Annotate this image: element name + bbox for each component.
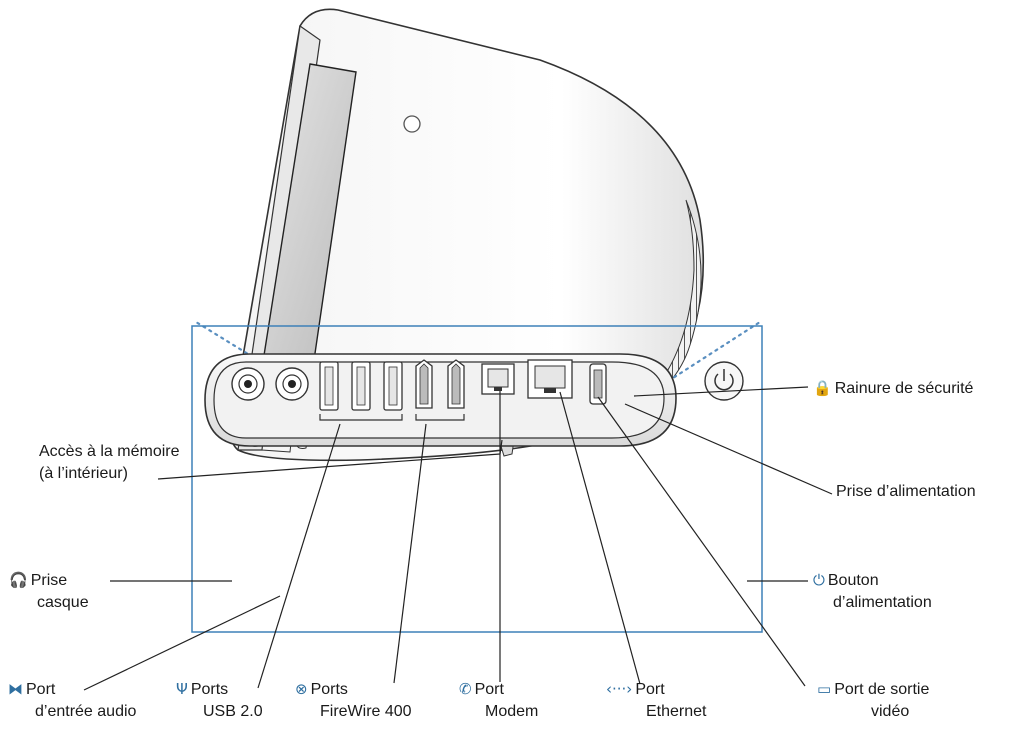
- power-button-label-line2: d’alimentation: [833, 594, 932, 611]
- ethernet-label-line2: Ethernet: [646, 703, 707, 720]
- memory-access-label: Accès à la mémoire (à l’intérieur): [39, 441, 180, 485]
- firewire-ports-label: ⊗Ports FireWire 400: [295, 678, 412, 723]
- audio-in-icon: ⧓: [8, 680, 23, 698]
- audio-in-label: ⧓Port d’entrée audio: [8, 678, 136, 723]
- ethernet-label-line1: Port: [635, 681, 665, 698]
- firewire-icon: ⊗: [295, 680, 308, 698]
- headphone-icon: 🎧: [9, 571, 28, 589]
- memory-access-label-line2: (à l’intérieur): [39, 465, 128, 482]
- audio-in-label-line1: Port: [26, 681, 56, 698]
- power-button-graphic: [704, 361, 744, 401]
- modem-label-line1: Port: [474, 681, 504, 698]
- power-socket-text: Prise d’alimentation: [836, 483, 976, 500]
- headphone-label-line2: casque: [37, 594, 89, 611]
- power-button-label-line1: Bouton: [827, 572, 879, 589]
- modem-label-line2: Modem: [485, 703, 539, 720]
- usb-label-line1: Ports: [190, 681, 229, 698]
- video-out-icon: ▭: [817, 680, 832, 698]
- firewire-label-line2: FireWire 400: [320, 703, 412, 720]
- modem-icon: ✆: [459, 680, 472, 698]
- enlarged-port-strip: [204, 353, 677, 447]
- video-label-line1: Port de sortie: [834, 681, 930, 698]
- firewire-label-line1: Ports: [310, 681, 348, 698]
- ethernet-port-label: ‹···›Port Ethernet: [606, 678, 706, 723]
- usb-label-line2: USB 2.0: [203, 703, 263, 720]
- leader-lines: [83, 386, 833, 691]
- audio-in-label-line2: d’entrée audio: [35, 703, 137, 720]
- usb-icon: Ψ: [176, 680, 188, 698]
- video-label-line2: vidéo: [871, 703, 910, 720]
- headphone-label-line1: Prise: [30, 572, 68, 589]
- lock-icon: 🔒: [813, 379, 832, 397]
- enlarged-panel-frame: [191, 325, 763, 633]
- power-button-label: ⏻Bouton d’alimentation: [813, 569, 932, 614]
- memory-access-label-line1: Accès à la mémoire: [39, 443, 180, 460]
- security-slot-text: Rainure de sécurité: [834, 380, 974, 397]
- ethernet-icon: ‹···›: [606, 680, 633, 698]
- headphone-jack-label: 🎧Prise casque: [9, 569, 89, 614]
- power-socket-label: Prise d’alimentation: [836, 481, 976, 503]
- power-icon: ⏻: [813, 571, 825, 589]
- video-out-label: ▭Port de sortie vidéo: [817, 678, 929, 723]
- modem-port-label: ✆Port Modem: [459, 678, 538, 723]
- security-slot-label: 🔒Rainure de sécurité: [813, 377, 973, 400]
